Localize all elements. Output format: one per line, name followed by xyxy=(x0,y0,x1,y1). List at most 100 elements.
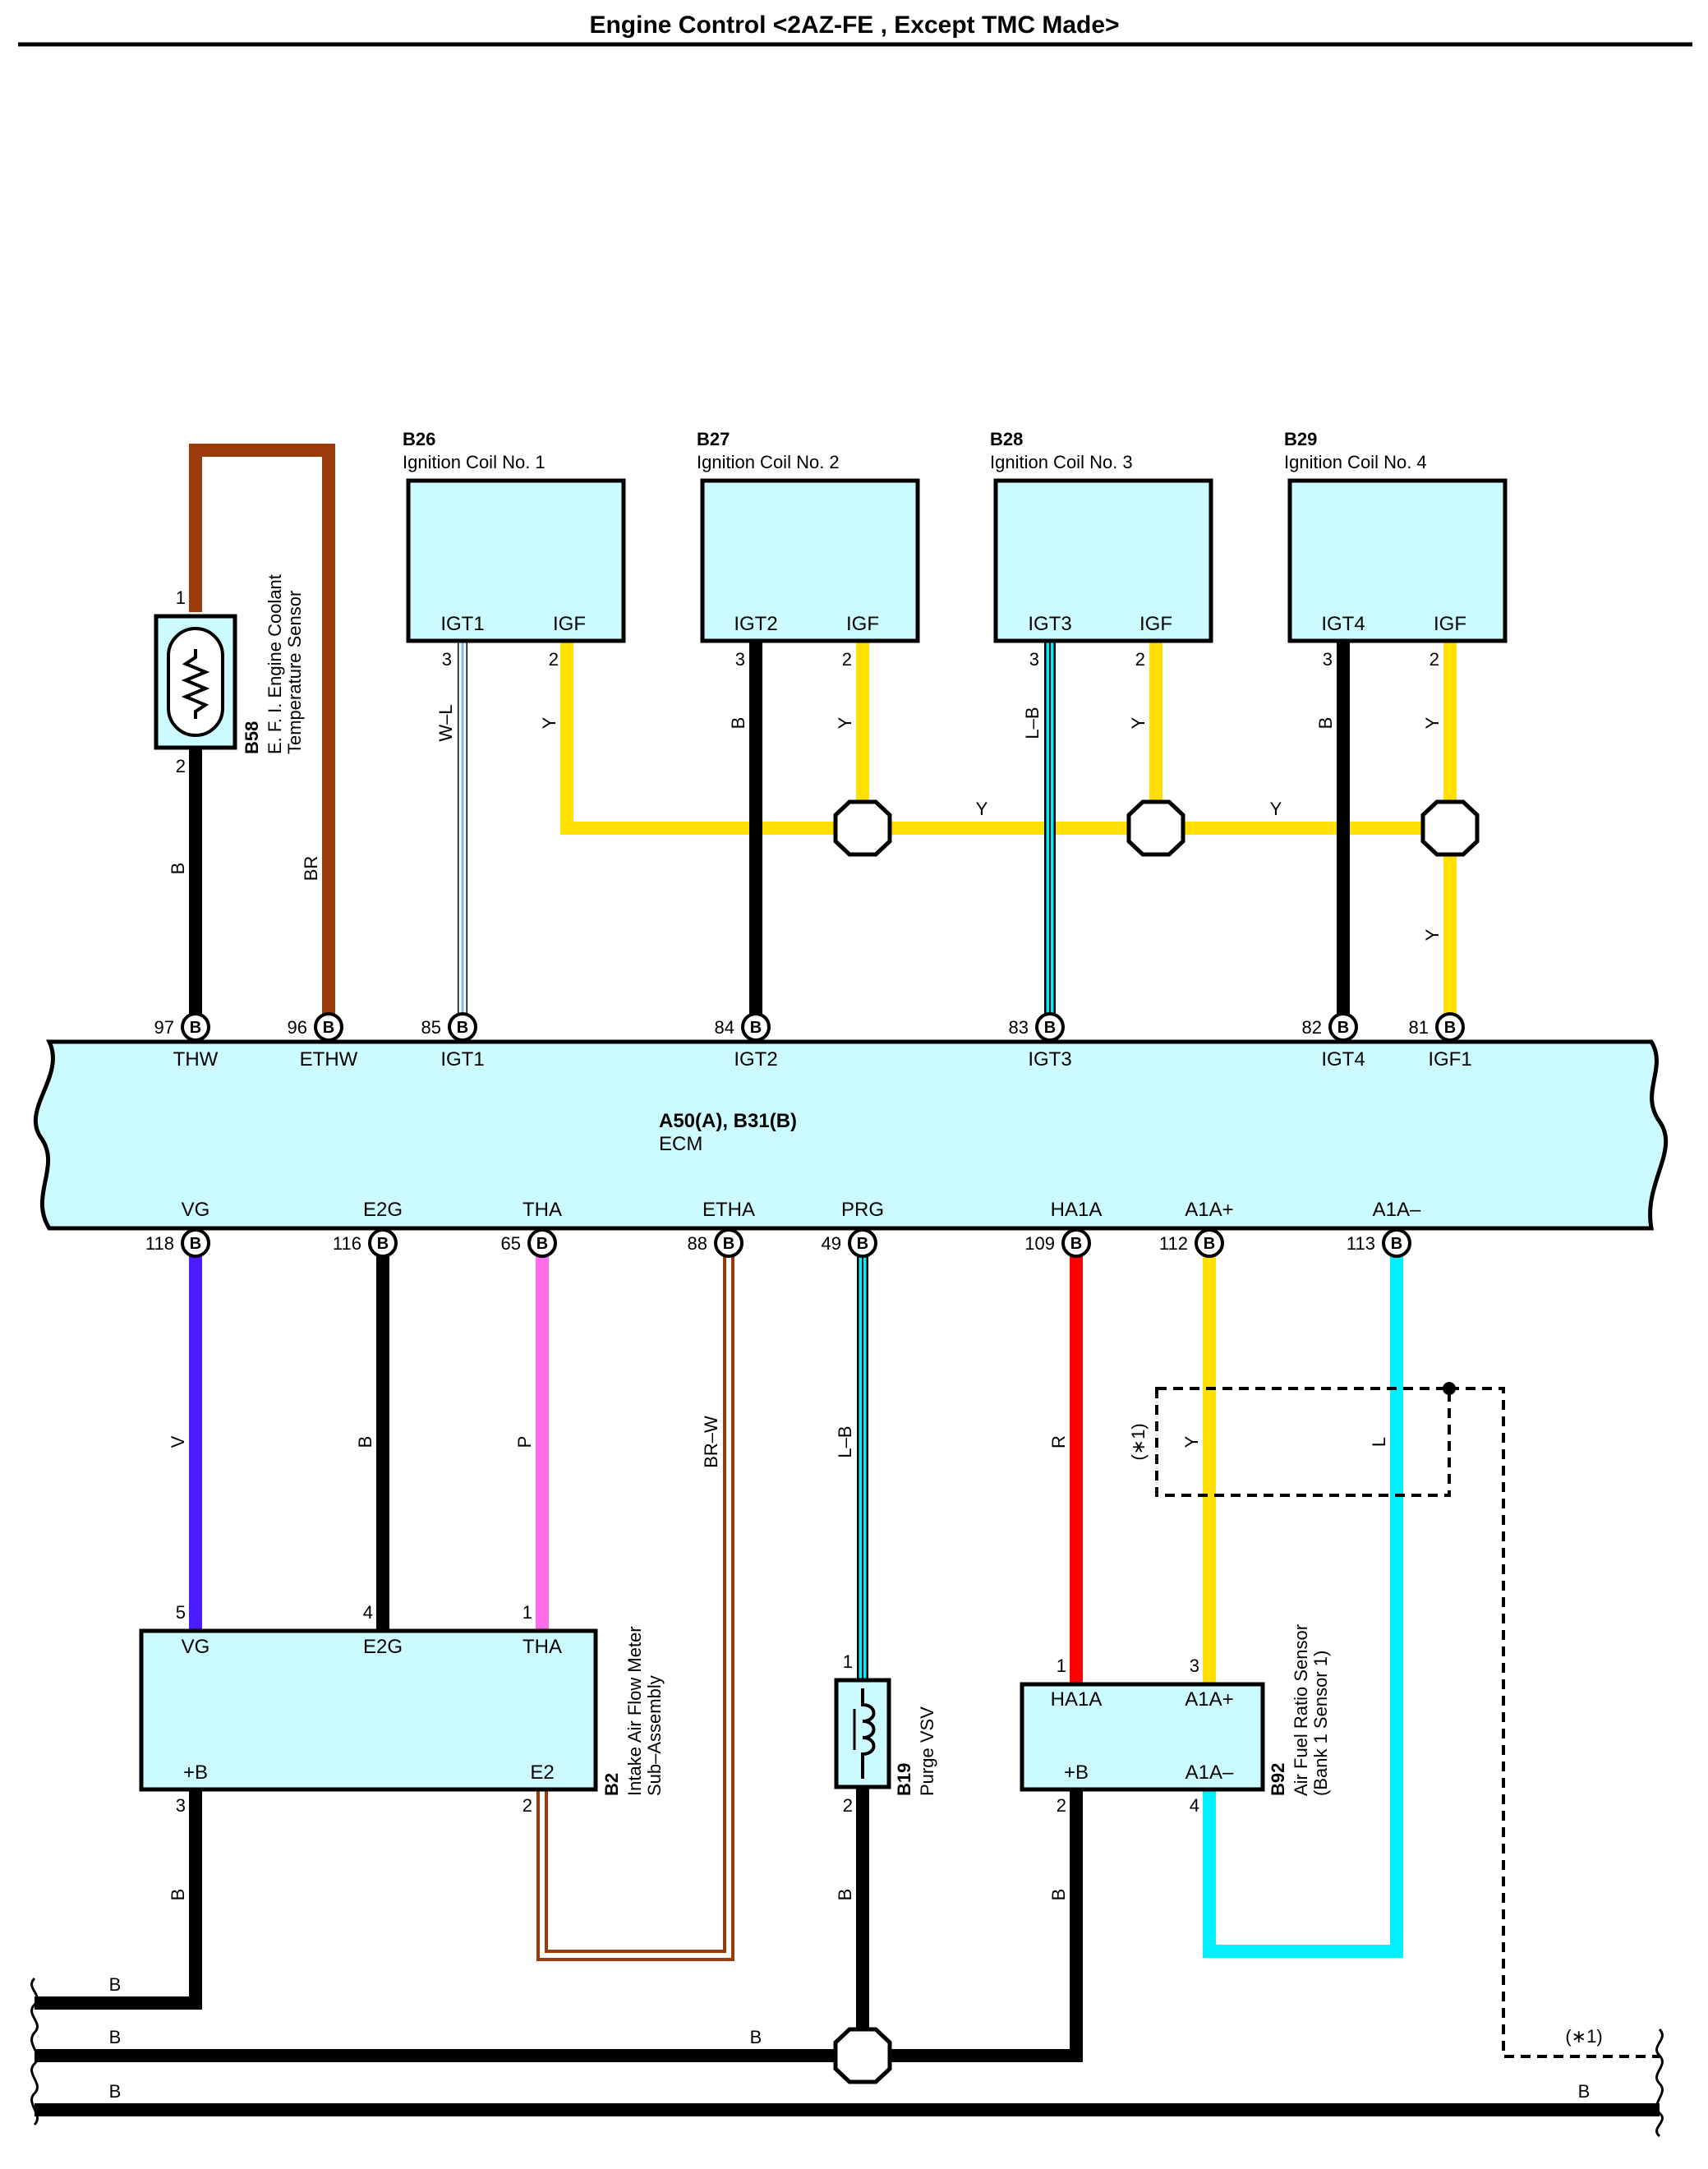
coil-pin: 3 xyxy=(442,649,452,670)
ecm-pin-signal: IGT1 xyxy=(440,1048,484,1071)
wire-code: B xyxy=(1315,717,1336,730)
coil-terminal: IGF xyxy=(1434,613,1466,635)
shield-ground-dashed xyxy=(1449,1387,1660,2058)
wire-code: B xyxy=(750,2027,762,2047)
note-mark: (∗1) xyxy=(1565,2026,1602,2047)
wire-code: B xyxy=(728,717,748,730)
wire-code: L–B xyxy=(1022,707,1043,739)
coil-terminal: IGF xyxy=(1139,613,1172,635)
wire-code: Y xyxy=(976,799,988,819)
ecm-pin-number: 83 xyxy=(1009,1017,1029,1038)
afm-pin: 2 xyxy=(523,1795,532,1816)
coil-terminal: IGT1 xyxy=(440,613,484,635)
wire-code: Y xyxy=(539,716,559,729)
afs-terminal: A1A– xyxy=(1185,1761,1234,1784)
ecm-pin-signal: THA xyxy=(523,1199,562,1221)
coil-pin: 2 xyxy=(1135,649,1145,670)
resistor-icon xyxy=(181,649,210,719)
afs-terminal: HA1A xyxy=(1051,1688,1103,1711)
afm-pin: 3 xyxy=(176,1795,186,1816)
ecm-pin-signal: E2G xyxy=(363,1199,403,1221)
wire-code: B xyxy=(1578,2081,1591,2102)
coil-box-3 xyxy=(993,478,1213,643)
splice-point xyxy=(1126,799,1185,857)
coil-name: Ignition Coil No. 4 xyxy=(1284,452,1427,472)
ecm-pin-conn: B xyxy=(1444,1019,1456,1037)
note-mark: (∗1) xyxy=(1128,1423,1149,1460)
afm-terminal: VG xyxy=(182,1636,210,1658)
ecm-pin-conn: B xyxy=(457,1019,468,1037)
wire-code: B xyxy=(109,2027,122,2047)
wire-code: BR–W xyxy=(701,1416,721,1468)
ecm-pin-conn: B xyxy=(536,1235,548,1253)
vsv-pin: 1 xyxy=(843,1651,853,1672)
coolant-sensor-name: E. F. I. Engine Coolant xyxy=(265,574,285,754)
wire-code: Y xyxy=(835,716,855,729)
ecm-pin-conn: B xyxy=(323,1019,334,1037)
coil-id: B28 xyxy=(990,429,1023,449)
ecm-pin-number: 49 xyxy=(822,1233,841,1254)
solenoid-icon xyxy=(861,1688,876,1779)
sensor-pin: 1 xyxy=(176,587,186,608)
coolant-sensor-name-2: Temperature Sensor xyxy=(284,591,305,754)
wire-code: L xyxy=(1369,1437,1389,1447)
ecm-pin-number: 82 xyxy=(1302,1017,1322,1038)
coil-box-2 xyxy=(700,478,920,643)
ecm-pin-number: 97 xyxy=(154,1017,174,1038)
ecm-name: ECM xyxy=(659,1133,702,1155)
wire-code: B xyxy=(109,2081,122,2102)
ecm-pin-signal: ETHA xyxy=(702,1199,755,1221)
ecm-pin-conn: B xyxy=(1391,1235,1402,1253)
coil-id: B29 xyxy=(1284,429,1317,449)
ecm-pin-number: 112 xyxy=(1159,1233,1188,1254)
ecm-pin-number: 109 xyxy=(1024,1233,1055,1254)
ecm-pin-number: 84 xyxy=(715,1017,734,1038)
wire-code: B xyxy=(1048,1889,1069,1901)
afm-pin: 5 xyxy=(176,1602,186,1623)
wire-igf-bus xyxy=(560,641,1446,835)
ecm-pin-conn: B xyxy=(1070,1235,1082,1253)
ecm-pin-number: 85 xyxy=(421,1017,441,1038)
sensor-pin: 2 xyxy=(176,756,186,776)
ecm-pin-signal: ETHW xyxy=(300,1048,358,1071)
afs-pin: 3 xyxy=(1190,1656,1199,1676)
wire-code: R xyxy=(1048,1435,1069,1448)
splice-point xyxy=(1420,799,1480,857)
wire-code: B xyxy=(168,863,188,875)
break-mark-left xyxy=(30,1977,39,2126)
ecm-pin-conn: B xyxy=(723,1235,734,1253)
afm-id: B2 xyxy=(601,1773,622,1796)
ecm-pin-conn: B xyxy=(377,1235,389,1253)
ecm-pin-signal: PRG xyxy=(841,1199,884,1221)
afm-terminal: E2G xyxy=(363,1636,403,1658)
wire-code: V xyxy=(168,1435,188,1448)
afs-name: Air Fuel Ratio Sensor xyxy=(1291,1624,1311,1796)
ecm-box xyxy=(34,1039,1669,1231)
shield-junction xyxy=(1443,1382,1456,1395)
ecm-pin-number: 88 xyxy=(688,1233,707,1254)
wire-code: Y xyxy=(1128,716,1149,729)
wire-code: B xyxy=(109,1974,122,1995)
ecm-pin-number: 65 xyxy=(501,1233,521,1254)
ecm-pin-conn: B xyxy=(857,1235,868,1253)
afm-terminal: E2 xyxy=(530,1761,554,1784)
coil-pin: 3 xyxy=(735,649,745,670)
coil-terminal: IGF xyxy=(846,613,879,635)
ecm-pin-signal: IGF1 xyxy=(1428,1048,1471,1071)
coil-name: Ignition Coil No. 3 xyxy=(990,452,1133,472)
ecm-pin-signal: A1A– xyxy=(1373,1199,1421,1221)
vsv-name: Purge VSV xyxy=(917,1706,937,1796)
coil-terminal: IGT4 xyxy=(1321,613,1365,635)
afm-terminal: THA xyxy=(523,1636,562,1658)
ecm-pin-number: 113 xyxy=(1347,1233,1375,1254)
afs-terminal: +B xyxy=(1064,1761,1089,1784)
coil-box-1 xyxy=(406,478,626,643)
wire-code: B xyxy=(168,1889,188,1901)
splice-point xyxy=(833,2027,892,2084)
ecm-pin-signal: HA1A xyxy=(1051,1199,1103,1221)
wire-br xyxy=(189,444,335,1020)
ecm-pin-conn: B xyxy=(190,1235,201,1253)
afs-pin: 2 xyxy=(1057,1795,1066,1816)
ecm-pin-signal: A1A+ xyxy=(1185,1199,1233,1221)
